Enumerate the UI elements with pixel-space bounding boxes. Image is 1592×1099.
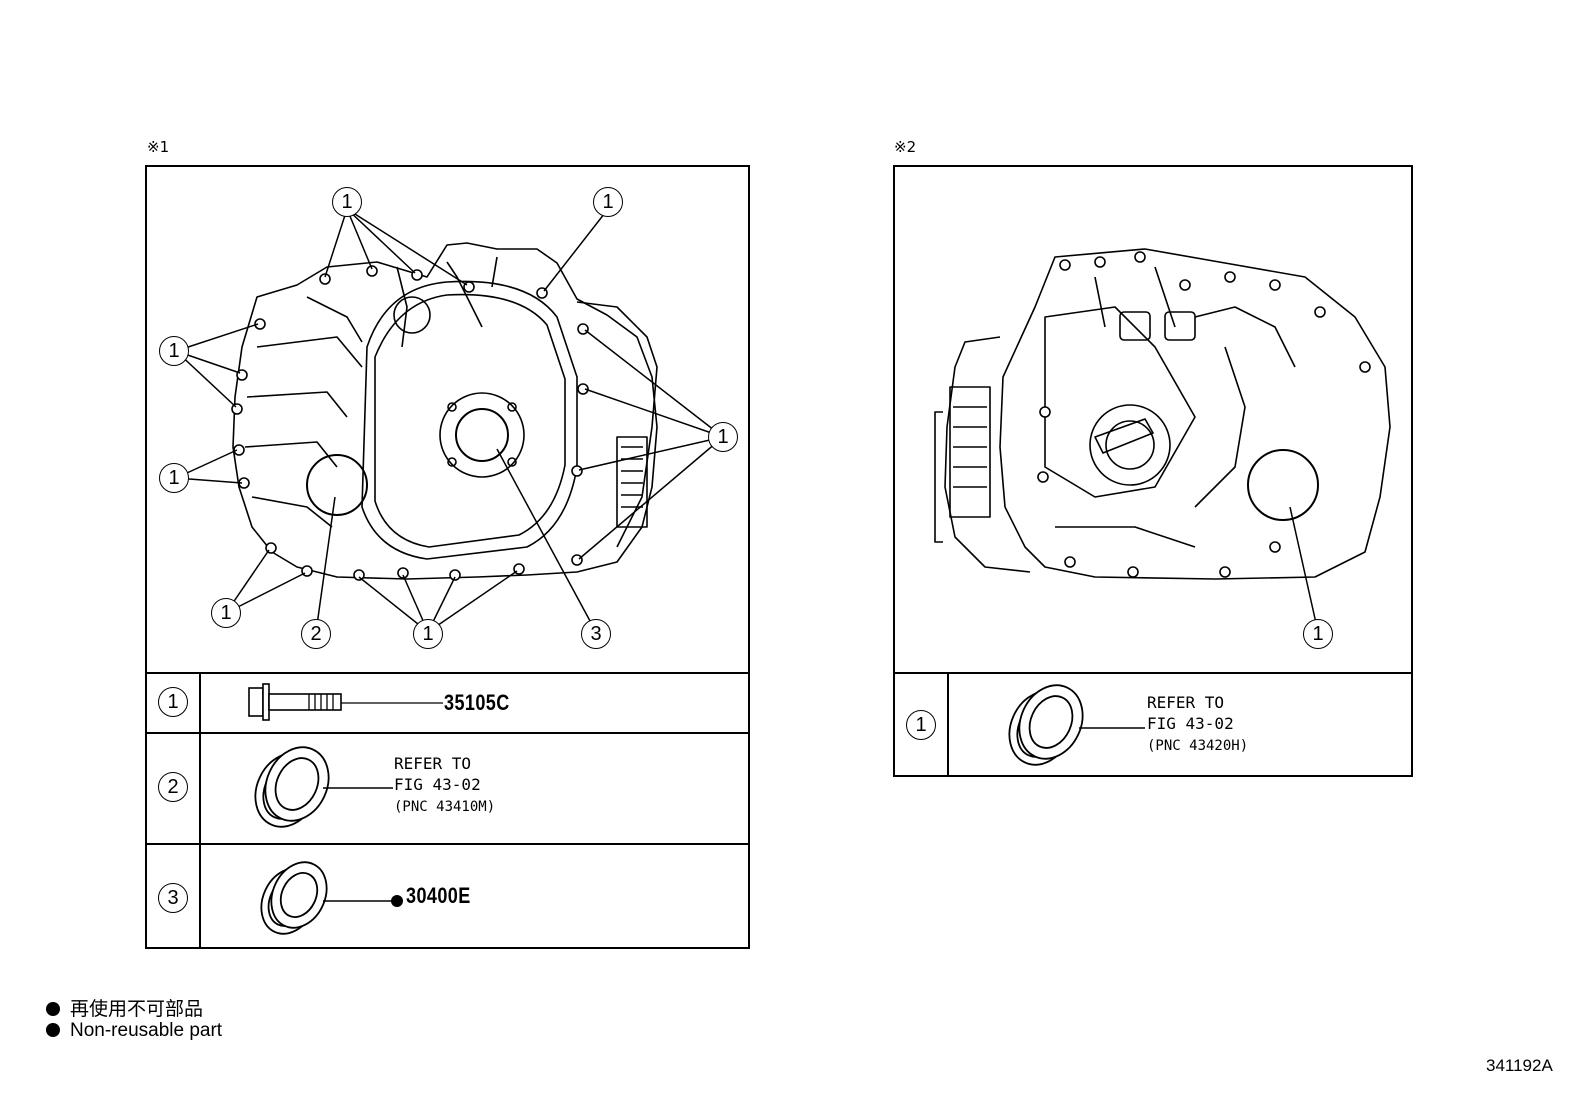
left-panel-mark: ※1 <box>147 138 170 156</box>
callout-1: 1 <box>593 187 623 217</box>
left-panel: 1 1 1 1 1 1 1 2 3 1 35105C 2 <box>145 165 750 949</box>
part-number: 35105C <box>444 690 510 715</box>
row-index: 1 <box>158 687 188 717</box>
callout-1: 1 <box>332 187 362 217</box>
legend-jp: 再使用不可部品 <box>46 994 203 1021</box>
refer-to-label: REFER TO <box>394 754 472 773</box>
part-number: 30400E <box>406 883 471 908</box>
row-index: 1 <box>906 710 936 740</box>
callout-1: 1 <box>159 463 189 493</box>
callout-3: 3 <box>581 619 611 649</box>
callout-1: 1 <box>211 598 241 628</box>
row-index: 3 <box>158 883 188 913</box>
oil-seal-icon <box>254 746 393 828</box>
figure-number: 341192A <box>1486 1056 1553 1075</box>
refer-figure: FIG 43-02 <box>394 775 481 794</box>
row-index: 2 <box>158 772 188 802</box>
transaxle-case-illustration-right <box>934 248 1391 633</box>
refer-pnc: (PNC 43410M) <box>394 799 496 815</box>
oil-seal-icon <box>1008 684 1145 766</box>
parts-row-1: 1 REFER TO FIG 43-02 (PNC 43420H) <box>895 672 1411 777</box>
transaxle-case-illustration-left <box>175 208 724 633</box>
legend-en: Non-reusable part <box>46 1020 222 1042</box>
legend-en-text: Non-reusable part <box>70 1020 223 1041</box>
non-reusable-dot-icon <box>391 895 403 907</box>
parts-row-1: 1 35105C <box>147 672 748 732</box>
non-reusable-dot-icon <box>46 1023 60 1037</box>
legend-jp-text: 再使用不可部品 <box>70 999 204 1020</box>
callout-1: 1 <box>413 619 443 649</box>
callout-2: 2 <box>301 619 331 649</box>
parts-row-2: 2 REFER TO FIG 43-02 (PNC 43410M) <box>147 732 748 843</box>
non-reusable-dot-icon <box>46 1002 60 1016</box>
parts-row-3: 3 30400E <box>147 843 748 949</box>
callout-1: 1 <box>159 336 189 366</box>
bolt-icon <box>248 683 443 721</box>
refer-to-label: REFER TO <box>1147 693 1225 712</box>
refer-figure: FIG 43-02 <box>1147 714 1234 733</box>
oil-seal-icon <box>260 861 403 935</box>
right-panel-mark: ※2 <box>894 138 917 156</box>
callout-1: 1 <box>1303 619 1333 649</box>
right-panel: 1 1 REFER TO FIG 43-02 (PNC 43420H) <box>893 165 1413 777</box>
callout-1: 1 <box>708 422 738 452</box>
refer-pnc: (PNC 43420H) <box>1147 738 1249 754</box>
